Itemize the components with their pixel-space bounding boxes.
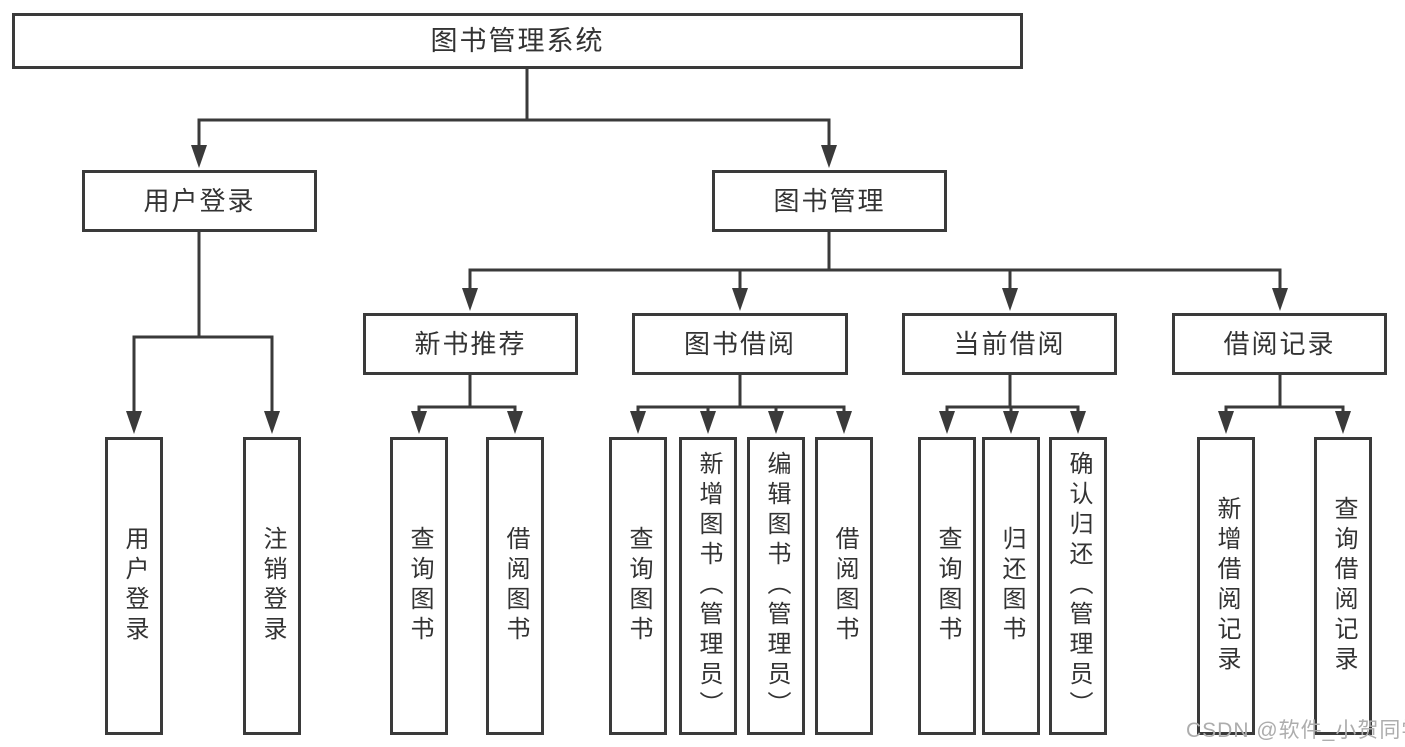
leaf-records-add-record: 新增借阅记录 [1197,437,1255,735]
arrowhead-icon [462,288,478,311]
node-current-borrow: 当前借阅 [902,313,1117,375]
leaf-current-query-books: 查询图书 [918,437,976,735]
leaf-records-query-record: 查询借阅记录 [1314,437,1372,735]
leaf-borrow-add-books-admin: 新增图书（管理员） [679,437,737,735]
node-root: 图书管理系统 [12,13,1023,69]
leaf-newbooks-query-books: 查询图书 [390,437,448,735]
connector-user-login-branch [132,230,274,416]
arrowhead-icon [126,411,142,434]
arrowhead-icon [411,411,427,434]
arrowhead-icon [1335,411,1351,434]
leaf-current-confirm-return-admin: 确认归还（管理员） [1049,437,1107,735]
leaf-borrow-edit-books-admin: 编辑图书（管理员） [747,437,805,735]
connector-book-mgmt-branch [468,230,1282,294]
arrowhead-icon [821,145,837,168]
leaf-newbooks-borrow-books: 借阅图书 [486,437,544,735]
arrowhead-icon [1272,288,1288,311]
arrowhead-icon [507,411,523,434]
leaf-borrow-query-books: 查询图书 [609,437,667,735]
node-borrow-records: 借阅记录 [1172,313,1387,375]
connector-current-borrow-branch [945,373,1080,416]
connector-records-branch [1224,373,1345,416]
arrowhead-icon [768,411,784,434]
arrowhead-icon [1218,411,1234,434]
node-user-login: 用户登录 [82,170,317,232]
arrowhead-icon [630,411,646,434]
leaf-logout: 注销登录 [243,437,301,735]
connector-book-borrow-branch [636,373,846,416]
watermark-text: CSDN @软件_小贺同学 [1186,719,1405,742]
leaf-current-return-books: 归还图书 [982,437,1040,735]
arrowhead-icon [264,411,280,434]
connector-root-to-level2 [197,67,831,150]
leaf-user-login: 用户登录 [105,437,163,735]
node-book-borrow: 图书借阅 [632,313,848,375]
connector-new-books-branch [417,373,517,416]
arrowhead-icon [700,411,716,434]
arrowhead-icon [939,411,955,434]
arrowhead-icon [1070,411,1086,434]
node-book-mgmt: 图书管理 [712,170,947,232]
arrowhead-icon [191,145,207,168]
arrowhead-icon [1003,411,1019,434]
arrowhead-icon [836,411,852,434]
node-new-books: 新书推荐 [363,313,578,375]
arrowhead-icon [732,288,748,311]
leaf-borrow-borrow-books: 借阅图书 [815,437,873,735]
arrowhead-icon [1002,288,1018,311]
